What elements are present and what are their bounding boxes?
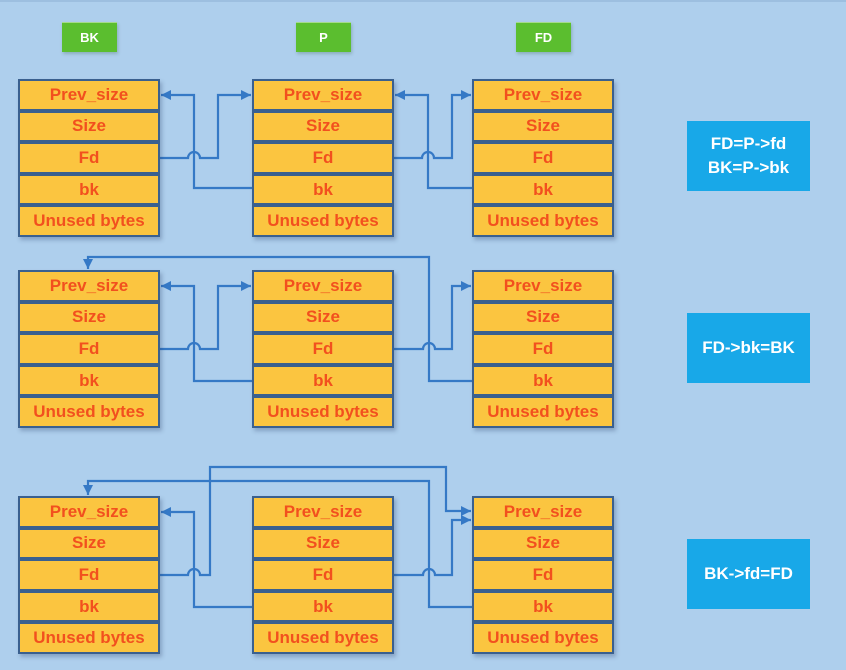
- chunk-field-bk: bk: [252, 173, 394, 206]
- arrow-step2-p-bk-to-bk: [161, 281, 252, 383]
- chunk-field-unused-bytes: Unused bytes: [252, 205, 394, 237]
- chunk-field-prev-size: Prev_size: [252, 496, 394, 528]
- arrow-step1-p-bk-to-bk: [161, 90, 252, 190]
- chunk-field-bk: bk: [472, 590, 614, 623]
- chunk-field-size: Size: [472, 110, 614, 143]
- chunk-field-size: Size: [18, 301, 160, 334]
- chunk-field-size: Size: [472, 527, 614, 560]
- label-bk-text: BK: [80, 30, 99, 45]
- label-p: P: [296, 22, 351, 52]
- chunk-field-prev-size: Prev_size: [252, 79, 394, 111]
- chunk-field-bk: bk: [472, 364, 614, 397]
- chunk-field-bk: bk: [252, 364, 394, 397]
- chunk-field-bk: bk: [18, 364, 160, 397]
- label-bk: BK: [62, 22, 117, 52]
- chunk-field-unused-bytes: Unused bytes: [472, 622, 614, 654]
- chunk-field-fd: Fd: [472, 142, 614, 174]
- chunk-field-size: Size: [18, 527, 160, 560]
- chunk-field-bk: bk: [18, 590, 160, 623]
- note-step1-line1: FD=P->fd: [710, 134, 787, 153]
- chunk-field-size: Size: [252, 527, 394, 560]
- note-step2: FD->bk=BK: [687, 313, 810, 383]
- chunk-field-prev-size: Prev_size: [472, 79, 614, 111]
- note-step3-line1: BK->fd=FD: [704, 564, 793, 583]
- chunk-field-bk: bk: [252, 590, 394, 623]
- chunk-field-unused-bytes: Unused bytes: [252, 622, 394, 654]
- chunk-field-size: Size: [252, 301, 394, 334]
- arrow-step3-p-fd-to-fd: [394, 515, 471, 577]
- arrow-step1-p-fd-to-fd: [394, 90, 471, 160]
- chunk-field-fd: Fd: [252, 559, 394, 591]
- chunk-field-size: Size: [18, 110, 160, 143]
- chunk-field-unused-bytes: Unused bytes: [472, 396, 614, 428]
- chunk-field-fd: Fd: [472, 333, 614, 365]
- chunk-field-unused-bytes: Unused bytes: [252, 396, 394, 428]
- chunk-field-prev-size: Prev_size: [18, 270, 160, 302]
- note-step2-line1: FD->bk=BK: [702, 338, 795, 357]
- chunk-field-prev-size: Prev_size: [252, 270, 394, 302]
- chunk-field-unused-bytes: Unused bytes: [18, 205, 160, 237]
- chunk-field-size: Size: [472, 301, 614, 334]
- chunk-field-unused-bytes: Unused bytes: [18, 622, 160, 654]
- chunk-field-fd: Fd: [18, 333, 160, 365]
- note-step1: FD=P->fd BK=P->bk: [687, 121, 810, 191]
- chunk-field-unused-bytes: Unused bytes: [472, 205, 614, 237]
- chunk-field-bk: bk: [472, 173, 614, 206]
- arrow-step2-p-fd-to-fd: [394, 281, 471, 351]
- chunk-field-fd: Fd: [18, 559, 160, 591]
- chunk-field-fd: Fd: [252, 333, 394, 365]
- chunk-field-fd: Fd: [472, 559, 614, 591]
- chunk-field-prev-size: Prev_size: [472, 270, 614, 302]
- chunk-field-prev-size: Prev_size: [472, 496, 614, 528]
- label-p-text: P: [319, 30, 328, 45]
- arrow-step1-bk-fd-to-p: [160, 90, 251, 160]
- arrow-step2-bk-fd-to-p: [160, 281, 251, 351]
- chunk-field-fd: Fd: [252, 142, 394, 174]
- note-step1-line2: BK=P->bk: [707, 158, 790, 177]
- label-fd: FD: [516, 22, 571, 52]
- chunk-field-prev-size: Prev_size: [18, 496, 160, 528]
- chunk-field-fd: Fd: [18, 142, 160, 174]
- label-fd-text: FD: [534, 30, 553, 45]
- chunk-field-prev-size: Prev_size: [18, 79, 160, 111]
- note-step3: BK->fd=FD: [687, 539, 810, 609]
- chunk-field-bk: bk: [18, 173, 160, 206]
- arrow-step3-p-bk-to-bk: [161, 507, 252, 609]
- chunk-field-unused-bytes: Unused bytes: [18, 396, 160, 428]
- arrow-step1-fd-bk-to-p: [395, 90, 472, 190]
- chunk-field-size: Size: [252, 110, 394, 143]
